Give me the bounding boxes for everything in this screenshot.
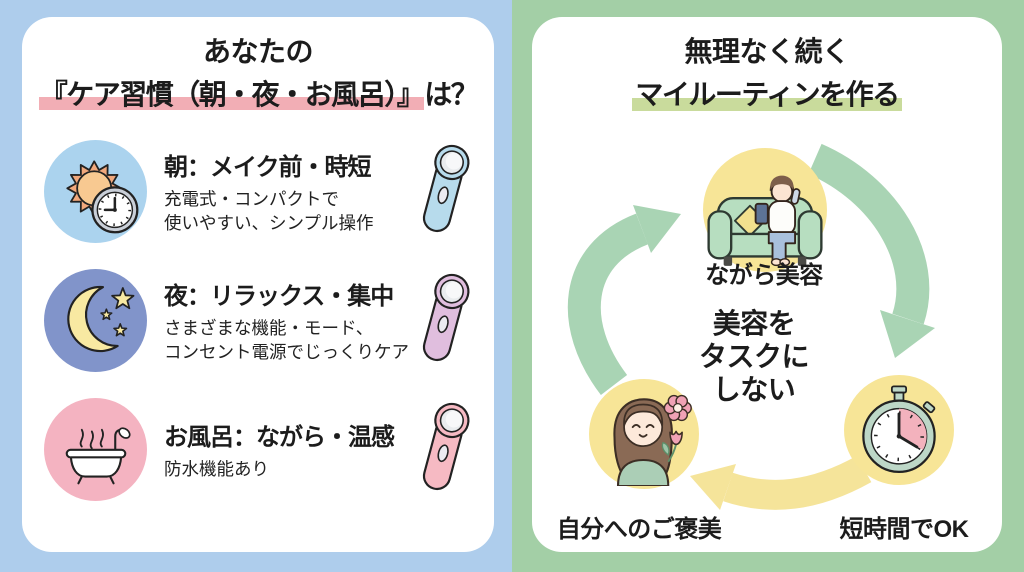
- left-title-highlighted-text: 『ケア習慣（朝・夜・お風呂）』: [38, 78, 425, 112]
- habit-desc-night: さまざまな機能・モード、 コンセント電源でじっくりケア: [164, 317, 409, 363]
- habit-desc-night-line2: コンセント電源でじっくりケア: [164, 341, 409, 362]
- habit-desc-morning-line2: 使いやすい、シンプル操作: [164, 212, 374, 233]
- left-title-tail: は？: [424, 78, 479, 110]
- habit-row-night: 夜：リラックス・集中 さまざまな機能・モード、 コンセント電源でじっくりケア: [44, 268, 488, 372]
- routine-panel: 無理なく続く マイルーティンを作る: [512, 0, 1024, 572]
- facial-device-pink: [400, 397, 488, 501]
- habit-text-morning: 朝：メイク前・時短 充電式・コンパクトで 使いやすい、シンプル操作: [164, 147, 383, 234]
- node-gohoubi: [589, 379, 699, 489]
- cycle-center-line3: しない: [712, 374, 796, 405]
- stopwatch-illustration: [862, 385, 936, 473]
- habit-row-bath: お風呂：ながら・温感 防水機能あり: [44, 397, 488, 501]
- right-title-highlighted-text: マイルーティンを作る: [632, 78, 902, 112]
- right-title-line2: マイルーティンを作る: [532, 75, 1002, 115]
- habit-desc-morning: 充電式・コンパクトで 使いやすい、シンプル操作: [164, 188, 383, 234]
- node-label-nagara-biyou: ながら美容: [705, 262, 823, 289]
- habit-desc-bath-line1: 防水機能あり: [164, 458, 269, 479]
- facial-device-pink-illustration: [422, 402, 470, 491]
- left-title-line1: あなたの: [202, 36, 314, 67]
- bathtub-illustration: [65, 427, 131, 485]
- habit-desc-night-line1: さまざまな機能・モード、: [164, 318, 374, 339]
- node-tanjikan: [844, 375, 954, 485]
- woman-with-flowers-illustration: [613, 394, 692, 486]
- cycle-center-line2: タスクに: [698, 341, 810, 372]
- care-habits-card: あなたの 『ケア習慣（朝・夜・お風呂）』は？: [22, 17, 494, 552]
- node-nagara-biyou: [703, 148, 827, 272]
- cycle-arrow-right-head: [880, 310, 935, 358]
- node-label-tanjikan: 短時間でOK: [839, 516, 970, 543]
- care-habits-panel: あなたの 『ケア習慣（朝・夜・お風呂）』は？: [0, 0, 512, 572]
- habit-heading-night: 夜：リラックス・集中: [164, 283, 394, 311]
- cycle-arrow-right-path: [808, 143, 930, 325]
- habit-heading-bath: お風呂：ながら・温感: [164, 423, 395, 451]
- cycle-arrow-bottom-path: [723, 455, 872, 510]
- facial-device-blue-illustration: [422, 144, 470, 233]
- moon-stars-illustration: [66, 285, 134, 353]
- left-title-line2: 『ケア習慣（朝・夜・お風呂）』は？: [22, 75, 494, 115]
- sun-clock-illustration: [65, 160, 138, 234]
- habit-text-bath: お風呂：ながら・温感 防水機能あり: [164, 417, 395, 481]
- cycle-arrow-left-head: [633, 205, 681, 253]
- woman-on-sofa-illustration: [707, 175, 823, 267]
- habit-heading-morning: 朝：メイク前・時短: [164, 154, 372, 182]
- right-title: 無理なく続く マイルーティンを作る: [532, 17, 1002, 115]
- routine-card: 無理なく続く マイルーティンを作る: [532, 17, 1002, 552]
- habit-desc-morning-line1: 充電式・コンパクトで: [164, 189, 339, 210]
- facial-device-purple-illustration: [422, 273, 470, 362]
- facial-device-purple: [400, 268, 488, 372]
- right-title-line1: 無理なく続く: [684, 36, 850, 67]
- moon-stars-icon: [44, 268, 147, 372]
- sun-clock-icon: [44, 139, 147, 243]
- cycle-center-text: 美容を タスクに しない: [634, 307, 874, 406]
- habit-text-night: 夜：リラックス・集中 さまざまな機能・モード、 コンセント電源でじっくりケア: [164, 276, 409, 363]
- habit-rows: 朝：メイク前・時短 充電式・コンパクトで 使いやすい、シンプル操作: [22, 139, 494, 501]
- cycle-arrows: [567, 143, 935, 510]
- node-label-gohoubi: 自分へのご褒美: [556, 516, 722, 543]
- cycle-arrow-bottom-head: [690, 464, 736, 510]
- habit-row-morning: 朝：メイク前・時短 充電式・コンパクトで 使いやすい、シンプル操作: [44, 139, 488, 243]
- cycle-arrow-left-path: [567, 213, 649, 396]
- left-title: あなたの 『ケア習慣（朝・夜・お風呂）』は？: [22, 17, 494, 115]
- bathtub-icon: [44, 397, 147, 501]
- cycle-center-line1: 美容を: [712, 308, 796, 339]
- facial-device-blue: [400, 139, 488, 243]
- habit-desc-bath: 防水機能あり: [164, 458, 383, 481]
